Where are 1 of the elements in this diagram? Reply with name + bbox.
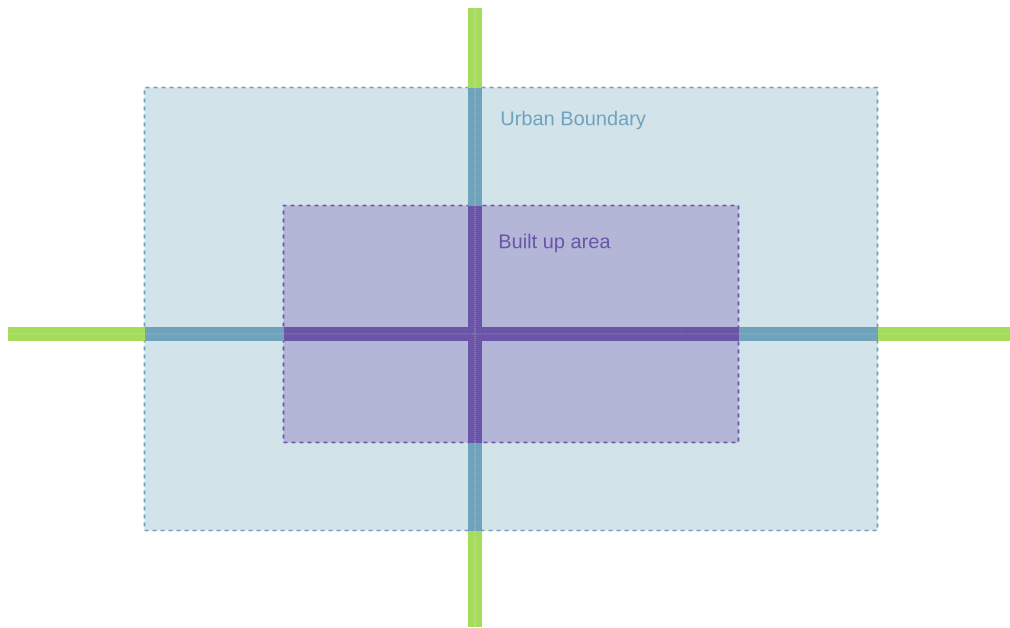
area-box: Built up area — [282, 204, 740, 444]
